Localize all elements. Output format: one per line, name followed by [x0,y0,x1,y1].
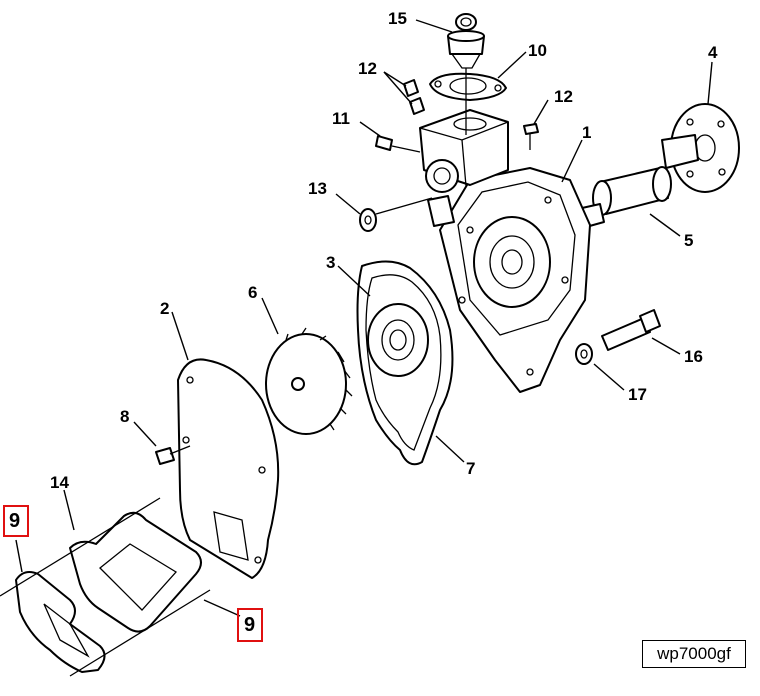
callout-4: 4 [708,43,718,62]
gasket-part-10 [429,72,507,101]
cover-plate-part-2 [177,358,280,579]
bolt-part-11 [375,135,421,153]
callout-labels: 15 10 12 4 12 11 1 13 5 3 6 2 16 17 8 7 … [50,9,718,492]
shaft-bearing-part-5 [581,134,699,228]
bolt-part-12-right [523,123,539,150]
callout-11: 11 [332,109,350,128]
leader-lines [15,19,713,617]
callout-2: 2 [160,299,169,318]
gasket-part-9 [15,571,106,673]
callout-9-bottom: 9 [244,614,256,636]
callout-17: 17 [628,385,647,404]
callout-8: 8 [120,407,129,426]
callout-7: 7 [466,459,475,478]
callout-6: 6 [248,283,257,302]
washer-part-13 [359,197,433,232]
pump-housing-part-1 [419,109,591,393]
impeller-part-6 [265,327,353,435]
highlight-box-left [3,505,29,537]
bolt-part-8 [155,445,191,465]
callout-15: 15 [388,9,407,28]
callout-1: 1 [582,123,591,142]
figure-id-label: wp7000gf [642,640,746,668]
callout-10: 10 [528,41,547,60]
callout-12-right: 12 [554,87,573,106]
bolt-part-16 [601,309,661,351]
seal-part-3 [367,303,429,377]
highlight-box-bottom [237,608,263,642]
washer-part-17 [575,343,593,365]
bolt-part-12-pair [403,79,425,115]
callout-14: 14 [50,473,69,492]
callout-12-left: 12 [358,59,377,78]
callout-9-left: 9 [9,510,21,532]
callout-16: 16 [684,347,703,366]
callout-3: 3 [326,253,335,272]
thermostat-part-15 [447,13,485,69]
callout-5: 5 [684,231,693,250]
gasket-part-14 [69,511,202,633]
callout-13: 13 [308,179,327,198]
